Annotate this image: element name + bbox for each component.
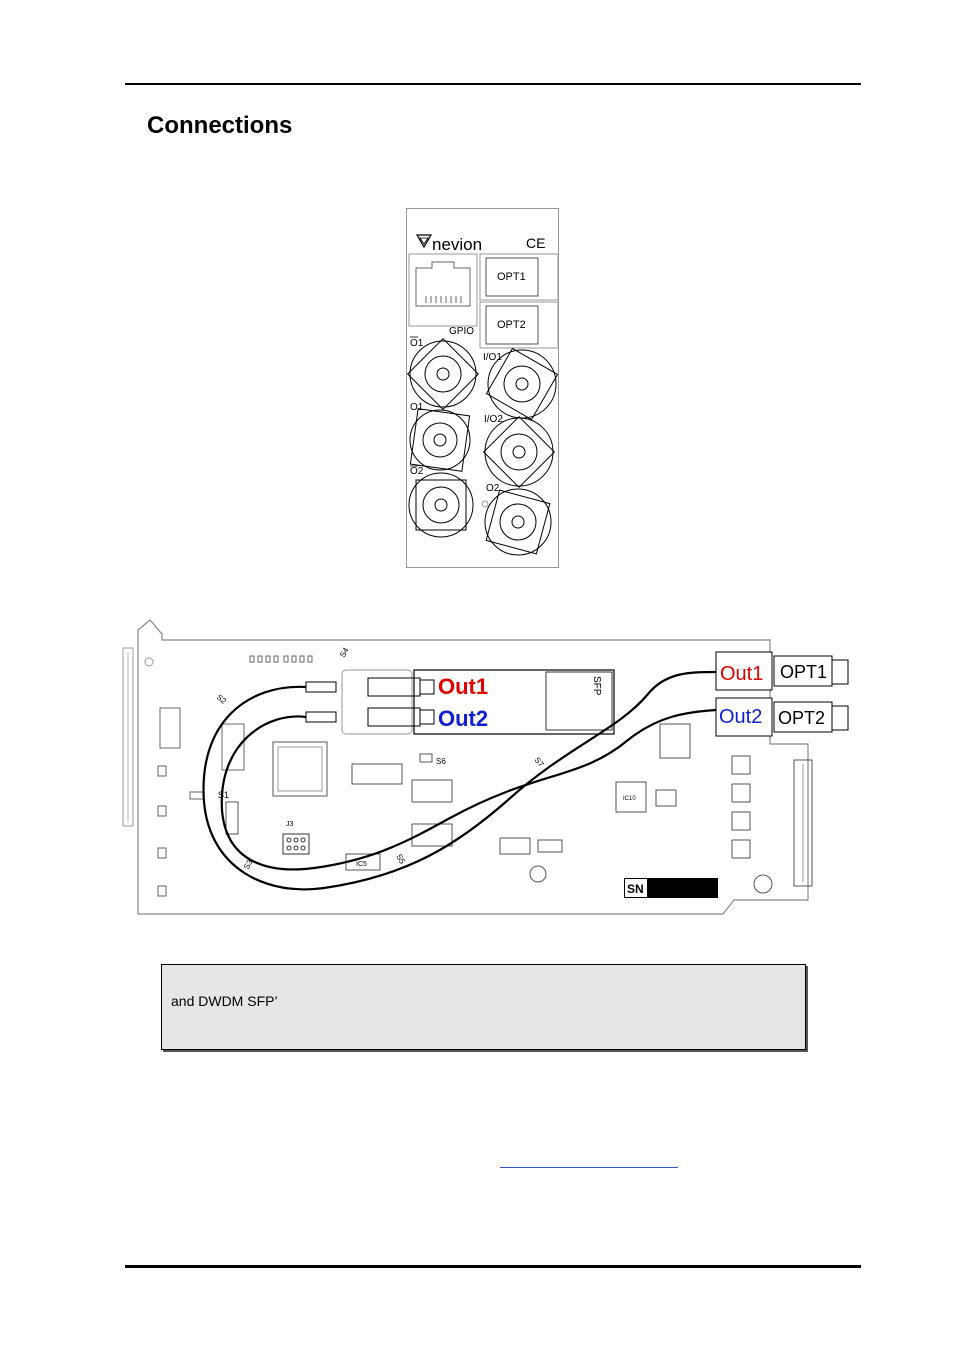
page-title: Connections — [147, 112, 293, 139]
o1-label: O1 — [410, 402, 424, 413]
j3-label: J3 — [286, 821, 294, 828]
bnc-io2 — [482, 415, 556, 489]
gpio-label: GPIO — [449, 326, 474, 337]
o2-bar-label: O2 — [410, 466, 424, 477]
o2-label: O2 — [486, 483, 500, 494]
io2-label: I/O2 — [484, 414, 503, 425]
fpga-chip — [272, 741, 328, 797]
smd-row — [249, 655, 313, 663]
board-outline — [137, 619, 809, 915]
sfp-label: SFP — [591, 676, 602, 696]
note-text: and DWDM SFP’ — [171, 993, 278, 1009]
out1-port-box — [715, 651, 773, 691]
ic-16 — [411, 823, 453, 847]
bnc-o2-bar — [408, 472, 474, 538]
s4-label: S4 — [338, 646, 351, 659]
out1-fiber-label: Out1 — [438, 674, 488, 699]
board-figure: S1 IC5 J3 S4 S2 S3 S5 S6 S7 IC10 SFP — [122, 619, 849, 915]
ic5-label: IC5 — [356, 861, 367, 868]
ce-mark: CE — [526, 235, 545, 251]
sn-label: SN — [627, 882, 644, 896]
opt2-label: OPT2 — [497, 319, 526, 331]
gpio-pins — [425, 296, 462, 303]
out1-port-label: Out1 — [720, 663, 763, 685]
front-panel-figure: nevion CE GPIO OPT1 OPT2 O1 I/O1 O1 I/O2 — [406, 208, 559, 568]
nevion-logo-icon — [415, 234, 433, 249]
opt2-connector — [773, 701, 833, 733]
out2-fiber-label: Out2 — [438, 706, 488, 731]
opt2-port — [479, 301, 559, 349]
out2-port-box — [715, 697, 773, 737]
note-box: and DWDM SFP’ — [161, 964, 806, 1050]
sfp-cage — [413, 669, 615, 735]
opt1-connector — [773, 655, 833, 687]
opt1-port — [479, 253, 559, 301]
bnc-o2 — [484, 488, 552, 556]
ic-r1 — [351, 763, 403, 785]
leds — [157, 765, 167, 897]
opt1-board-label: OPT1 — [780, 662, 827, 682]
o1-bar-label: O1 — [410, 338, 424, 349]
bnc-o1 — [409, 408, 471, 472]
s1-label: S1 — [218, 790, 229, 800]
hyperlink-underline[interactable] — [500, 1166, 678, 1168]
dip-switch-2 — [221, 723, 245, 771]
s6-label: S6 — [436, 757, 446, 766]
sn-label-box — [624, 878, 718, 898]
opt1-label: OPT1 — [497, 271, 526, 283]
header-rule — [125, 83, 861, 85]
edge-connector — [793, 759, 813, 887]
ic10-label: IC10 — [623, 796, 636, 802]
fiber-out1 — [202, 670, 717, 891]
fiber-out2 — [220, 708, 717, 871]
dip-switch-1 — [159, 707, 181, 749]
gpio-connector — [408, 253, 478, 327]
front-bracket — [122, 647, 134, 827]
bnc-o1-bar — [406, 337, 480, 411]
io1-label: I/O1 — [483, 352, 502, 363]
s5-label: S5 — [394, 853, 407, 866]
brand-name: nevion — [432, 235, 482, 254]
footer-rule — [125, 1265, 861, 1268]
opt2-board-label: OPT2 — [778, 708, 825, 728]
out2-port-label: Out2 — [719, 706, 762, 728]
j3-header — [282, 833, 310, 855]
ic-17 — [411, 779, 453, 803]
